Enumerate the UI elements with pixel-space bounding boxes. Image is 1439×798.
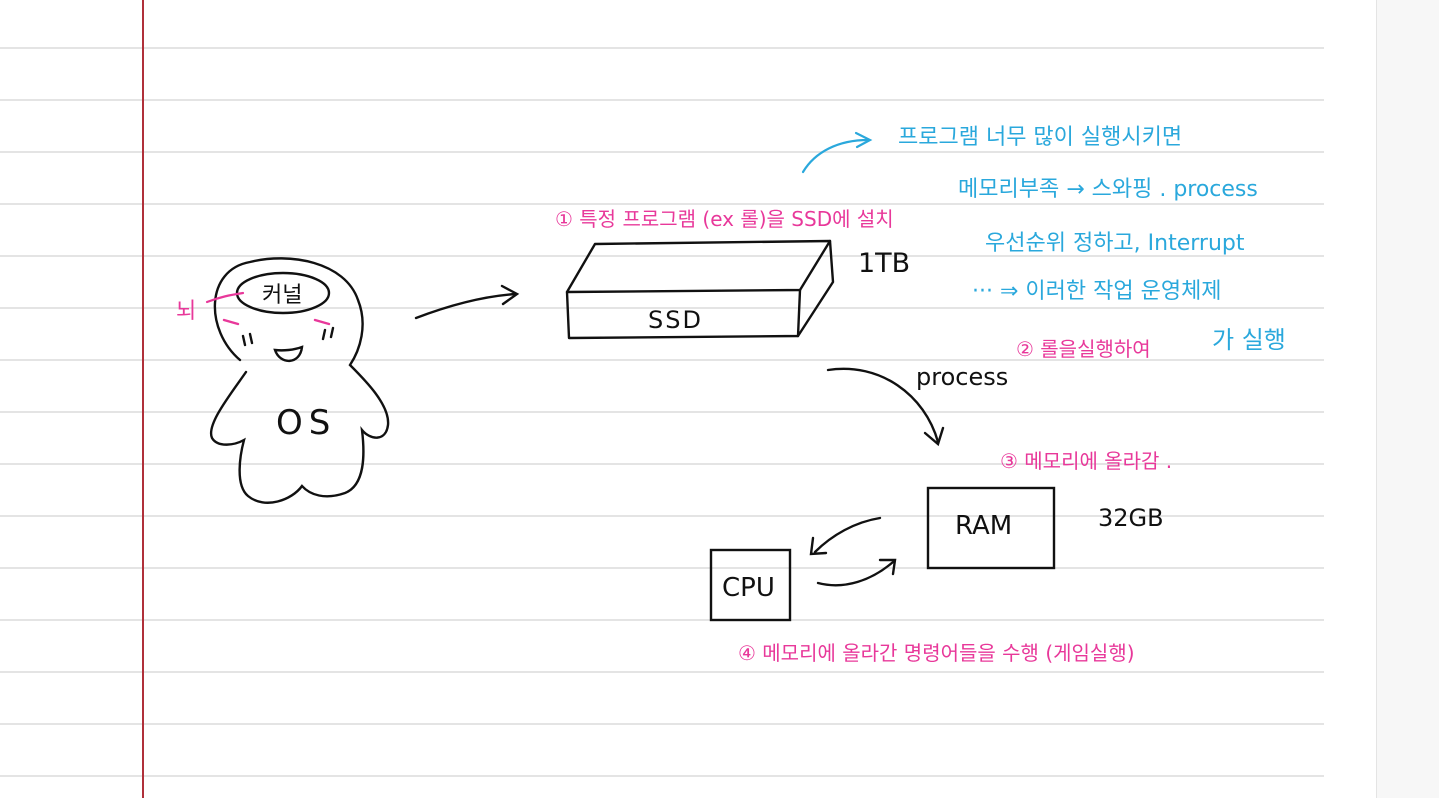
- arrow-ram-to-cpu: [809, 516, 882, 556]
- mascot-mouth: [273, 345, 304, 363]
- ssd-capacity: 1TB: [858, 248, 910, 279]
- process-label: process: [916, 363, 1008, 391]
- cpu-execute-note: ④ 메모리에 올라간 명령어들을 수행 (게임실행): [738, 641, 1135, 665]
- mascot-body-outline: [209, 257, 390, 504]
- os-note-line-5: 가 실행: [1212, 326, 1286, 354]
- cpu-box: [709, 548, 792, 622]
- cpu-label: CPU: [722, 573, 775, 603]
- ram-capacity: 32GB: [1098, 504, 1164, 532]
- run-game-note: ② 롤을실행하여: [1016, 337, 1151, 361]
- arrow-cpu-to-ram: [816, 558, 897, 587]
- os-note-line-2: 메모리부족 → 스와핑 . process: [958, 177, 1258, 202]
- mascot-eye-right: [321, 326, 335, 341]
- mascot-cheek-right: [313, 318, 331, 326]
- mascot-eye-left: [241, 332, 254, 347]
- brain-pointer-line: [205, 291, 245, 304]
- brain-label: 뇌: [176, 299, 196, 324]
- scrollbar[interactable]: [1376, 0, 1439, 798]
- arrow-os-to-ssd: [414, 284, 520, 320]
- ssd-box: [565, 239, 835, 340]
- arrow-ssd-to-ram: [826, 367, 945, 447]
- os-mascot: [209, 257, 390, 504]
- ram-box: [926, 486, 1056, 570]
- ssd-label: SSD: [648, 306, 703, 334]
- blue-curved-arrow: [801, 131, 873, 174]
- os-note-line-3: 우선순위 정하고, Interrupt: [985, 231, 1245, 256]
- ram-memory-note: ③ 메모리에 올라감 .: [1000, 449, 1172, 473]
- ruled-lines: [0, 47, 1324, 777]
- kernel-label: 커널: [262, 283, 302, 308]
- os-label: OS: [276, 403, 336, 443]
- ssd-install-note: ① 특정 프로그램 (ex 롤)을 SSD에 설치: [555, 207, 894, 231]
- ram-label: RAM: [955, 511, 1012, 541]
- os-note-line-1: 프로그램 너무 많이 실행시키면: [898, 125, 1182, 150]
- mascot-cheek-left: [222, 318, 240, 326]
- os-note-line-4: ··· ⇒ 이러한 작업 운영체제: [972, 279, 1222, 304]
